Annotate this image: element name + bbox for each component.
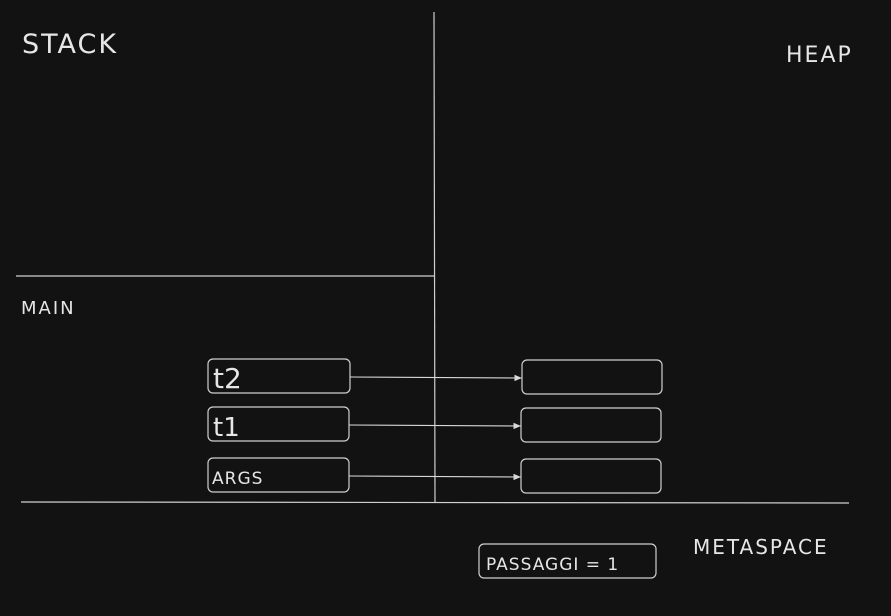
heap-label: HEAP — [786, 43, 853, 68]
stack-label: STACK — [22, 29, 118, 60]
stack-var-box-t1 — [207, 406, 350, 442]
metaspace-divider — [20, 501, 850, 504]
reference-arrow-args — [348, 473, 522, 481]
stack-var-t1-label: t1 — [213, 413, 240, 443]
stack-var-t2-label: t2 — [213, 362, 242, 395]
reference-arrow-t2 — [349, 374, 523, 382]
stack-var-args-label: ARGS — [212, 469, 263, 489]
heap-object-box-args — [520, 458, 662, 494]
metaspace-entry-box — [478, 543, 657, 579]
metaspace-entry-label: PASSAGGI = 1 — [486, 555, 619, 575]
stack-var-box-args — [207, 457, 350, 493]
heap-object-box-t2 — [521, 359, 663, 395]
heap-object-box-t1 — [520, 407, 662, 443]
stack-heap-divider — [433, 11, 436, 503]
reference-arrow-t1 — [348, 422, 522, 430]
main-frame-label: MAIN — [21, 298, 76, 319]
stack-var-box-t2 — [207, 358, 351, 394]
metaspace-label: METASPACE — [693, 535, 829, 559]
